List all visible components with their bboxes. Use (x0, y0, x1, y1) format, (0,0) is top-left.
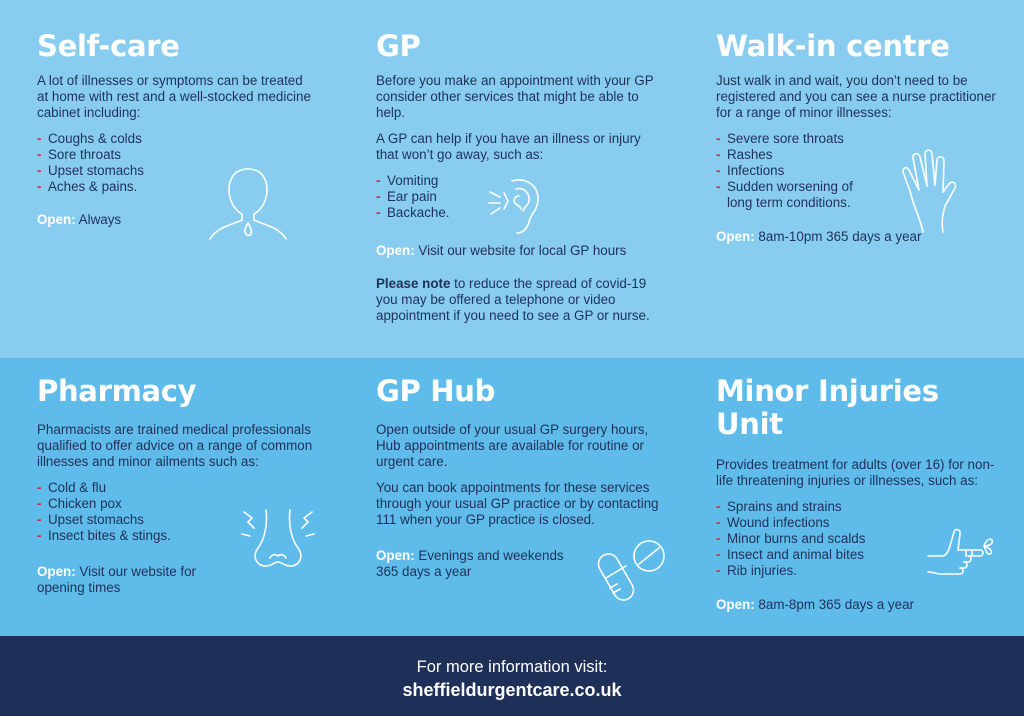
sore-throat-icon (209, 168, 287, 240)
walkin-open-hours: Open: 8am-10pm 365 days a year (716, 229, 996, 245)
gp-list: Vomiting Ear pain Backache. (376, 173, 661, 221)
list-item: Wound infections (716, 515, 996, 531)
open-label: Open: (716, 597, 755, 612)
list-item: Sprains and strains (716, 499, 996, 515)
gphub-open-hours: Open: Evenings and weekends 365 days a y… (376, 548, 586, 580)
top-services-band: Self-care A lot of illnesses or symptoms… (0, 0, 1024, 358)
open-value: 8am-10pm 365 days a year (758, 229, 922, 244)
miu-description: Provides treatment for adults (over 16) … (716, 457, 995, 488)
list-item: Insect and animal bites (716, 547, 996, 563)
list-item: Infections (716, 163, 881, 179)
list-item: Ear pain (376, 189, 661, 205)
list-item: Upset stomachs (37, 512, 322, 528)
list-item: Sudden worsening of long term conditions… (716, 179, 881, 211)
nose-icon (241, 509, 315, 567)
open-value: 8am-8pm 365 days a year (758, 597, 914, 612)
walkin-list: Severe sore throats Rashes Infections Su… (716, 131, 881, 211)
pharmacy-title: Pharmacy (37, 374, 197, 408)
miu-title: Minor Injuries Unit (716, 374, 939, 441)
pharmacy-list: Cold & flu Chicken pox Upset stomachs In… (37, 480, 322, 544)
open-value: Always (78, 212, 122, 227)
gphub-description: Open outside of your usual GP surgery ho… (376, 422, 649, 469)
gphub-description-2: You can book appointments for these serv… (376, 480, 659, 527)
gphub-title: GP Hub (376, 374, 496, 408)
list-item: Severe sore throats (716, 131, 881, 147)
list-item: Chicken pox (37, 496, 322, 512)
list-item: Insect bites & stings. (37, 528, 322, 544)
selfcare-description: A lot of illnesses or symptoms can be tr… (37, 73, 311, 120)
pharmacy-open-hours: Open: Visit our website for opening time… (37, 564, 227, 596)
miu-open-hours: Open: 8am-8pm 365 days a year (716, 597, 996, 613)
list-item: Coughs & colds (37, 131, 317, 147)
pharmacy-description: Pharmacists are trained medical professi… (37, 422, 313, 469)
walkin-section: Walk-in centre Just walk in and wait, yo… (716, 0, 996, 245)
list-item: Minor burns and scalds (716, 531, 996, 547)
gp-description: Before you make an appointment with your… (376, 73, 654, 120)
gp-section: GP Before you make an appointment with y… (376, 0, 661, 324)
selfcare-section: Self-care A lot of illnesses or symptoms… (37, 0, 317, 228)
open-value: Visit our website for opening times (37, 564, 197, 595)
note-label: Please note (376, 276, 451, 291)
selfcare-list: Coughs & colds Sore throats Upset stomac… (37, 131, 317, 195)
note-text: to reduce the spread of covid-19 you may… (376, 276, 650, 323)
gp-covid-note: Please note to reduce the spread of covi… (376, 276, 661, 324)
selfcare-title: Self-care (37, 29, 180, 63)
gp-description-2: A GP can help if you have an illness or … (376, 131, 641, 162)
ear-icon (488, 179, 539, 234)
footer-website-link[interactable]: sheffieldurgentcare.co.uk (402, 680, 622, 700)
list-item: Rashes (716, 147, 881, 163)
open-value: Visit our website for local GP hours (418, 243, 627, 258)
bottom-services-band: Pharmacy Pharmacists are trained medical… (0, 358, 1024, 636)
gp-open-hours: Open: Visit our website for local GP hou… (376, 243, 661, 259)
hand-icon (902, 149, 957, 233)
list-item: Upset stomachs (37, 163, 317, 179)
list-item: Vomiting (376, 173, 661, 189)
open-label: Open: (716, 229, 755, 244)
gphub-section: GP Hub Open outside of your usual GP sur… (376, 358, 661, 580)
pills-icon (597, 540, 665, 601)
open-value: Evenings and weekends 365 days a year (376, 548, 564, 579)
list-item: Cold & flu (37, 480, 322, 496)
miu-section: Minor Injuries Unit Provides treatment f… (716, 358, 996, 613)
list-item: Aches & pains. (37, 179, 317, 195)
footer-info-text: For more information visit: (416, 658, 608, 676)
walkin-title: Walk-in centre (716, 29, 950, 63)
pharmacy-section: Pharmacy Pharmacists are trained medical… (37, 358, 322, 596)
bandaged-thumb-icon (927, 528, 994, 575)
walkin-description: Just walk in and wait, you don’t need to… (716, 73, 996, 120)
footer: For more information visit: sheffieldurg… (0, 636, 1024, 716)
list-item: Rib injuries. (716, 563, 996, 579)
open-label: Open: (37, 212, 76, 227)
miu-list: Sprains and strains Wound infections Min… (716, 499, 996, 579)
open-label: Open: (376, 548, 415, 563)
open-label: Open: (376, 243, 415, 258)
list-item: Sore throats (37, 147, 317, 163)
selfcare-open-hours: Open: Always (37, 212, 317, 228)
list-item: Backache. (376, 205, 661, 221)
open-label: Open: (37, 564, 76, 579)
gp-title: GP (376, 29, 421, 63)
